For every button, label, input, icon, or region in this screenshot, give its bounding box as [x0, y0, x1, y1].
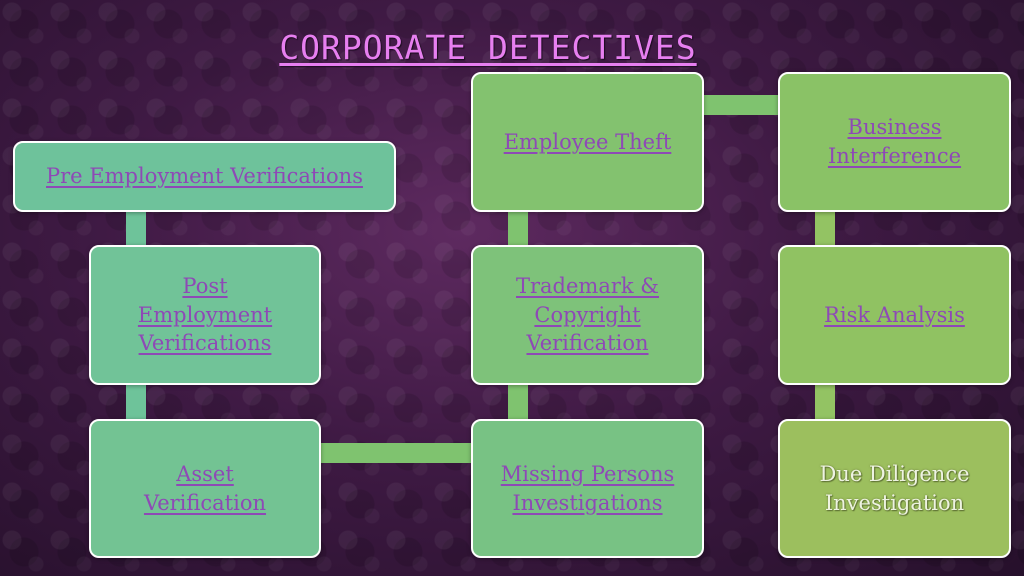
connector-theft-to-business — [701, 95, 781, 115]
link-business-interference[interactable]: Business Interference — [827, 115, 962, 168]
link-pre-employment-verifications[interactable]: Pre Employment Verifications — [46, 164, 363, 189]
node-asset-verification[interactable]: Asset Verification — [89, 419, 321, 558]
page-title: CORPORATE DETECTIVES — [279, 28, 697, 67]
label-due-diligence-investigation: Due Diligence Investigation — [819, 461, 970, 515]
link-trademark-copyright-verification[interactable]: Trademark & Copyright Verification — [515, 273, 659, 356]
connector-asset-to-missing — [318, 443, 474, 463]
node-due-diligence-investigation: Due Diligence Investigation — [778, 419, 1011, 558]
node-pre-employment-verifications[interactable]: Pre Employment Verifications — [13, 141, 396, 212]
node-trademark-copyright-verification[interactable]: Trademark & Copyright Verification — [471, 245, 704, 385]
node-risk-analysis[interactable]: Risk Analysis — [778, 245, 1011, 385]
connector-trademark-to-theft — [508, 209, 528, 248]
link-asset-verification[interactable]: Asset Verification — [143, 461, 267, 515]
node-employee-theft[interactable]: Employee Theft — [471, 72, 704, 212]
node-missing-persons-investigations[interactable]: Missing Persons Investigations — [471, 419, 704, 558]
connector-missing-to-trademark — [508, 382, 528, 422]
link-post-employment-verifications[interactable]: Post Employment Verifications — [137, 273, 273, 356]
connector-business-to-risk — [815, 209, 835, 248]
link-employee-theft[interactable]: Employee Theft — [503, 129, 672, 154]
node-post-employment-verifications[interactable]: Post Employment Verifications — [89, 245, 321, 385]
connector-post-to-asset — [126, 382, 146, 422]
link-missing-persons-investigations[interactable]: Missing Persons Investigations — [500, 461, 675, 515]
node-business-interference[interactable]: Business Interference — [778, 72, 1011, 212]
link-risk-analysis[interactable]: Risk Analysis — [824, 302, 965, 327]
connector-risk-to-due-diligence — [815, 382, 835, 422]
connector-pre-to-post — [126, 210, 146, 248]
